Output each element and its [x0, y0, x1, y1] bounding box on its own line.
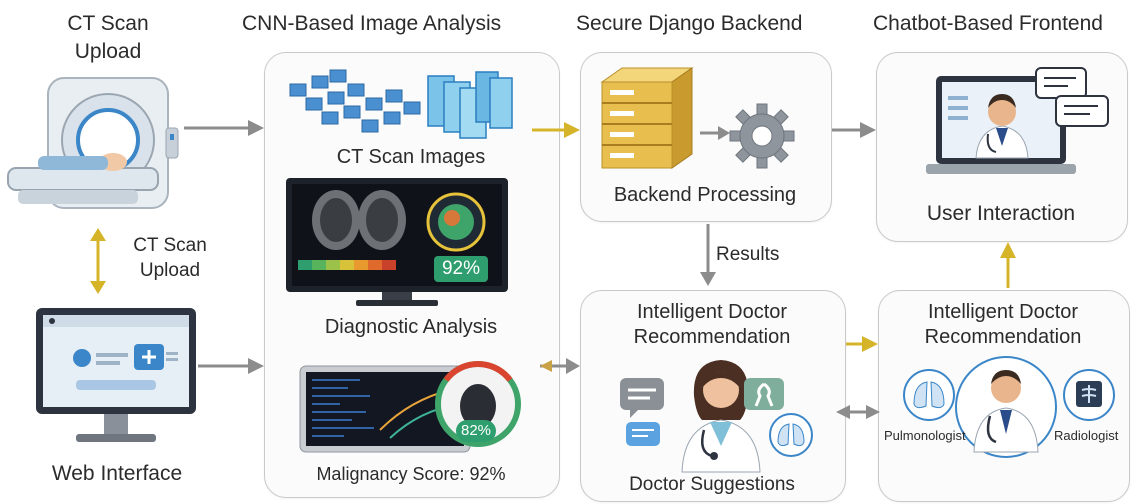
doctor-suggestions-label: Doctor Suggestions — [629, 474, 795, 495]
specialist-title: Intelligent Doctor Recommendation — [924, 301, 1082, 348]
results-arrow — [700, 224, 716, 286]
specialist-lungs-icon — [903, 369, 955, 421]
ribbon-icon — [744, 378, 784, 410]
results-label: Results — [716, 244, 780, 265]
ct-scan-images-label: CT Scan Images — [336, 146, 486, 168]
recommendation-title: Intelligent Doctor Recommendation — [633, 301, 791, 348]
xray-icon — [1063, 369, 1115, 421]
server-icon — [600, 67, 694, 169]
arrow-recommendation-to-specialist — [846, 336, 878, 352]
heading-cnn-analysis: CNN-Based Image Analysis — [242, 12, 502, 35]
heading-chatbot-frontend: Chatbot-Based Frontend — [873, 12, 1103, 35]
gear-icon — [729, 103, 795, 169]
diagnostic-analysis-label: Diagnostic Analysis — [324, 316, 498, 338]
user-interaction-label: User Interaction — [926, 202, 1076, 225]
radiologist-label: Radiologist — [1054, 428, 1119, 443]
male-doctor-icon — [955, 356, 1057, 458]
web-monitor-icon — [36, 308, 196, 442]
diagnostic-percent-badge: 92% — [434, 256, 488, 282]
chat-bubbles-icon — [620, 378, 664, 446]
arrow-cnn-to-backend — [532, 122, 580, 138]
arrow-backend-to-frontend — [832, 122, 876, 138]
backend-processing-label: Backend Processing — [613, 184, 797, 206]
arrow-cnn-to-recommendation — [540, 358, 580, 374]
arrow-specialist-to-frontend — [1000, 242, 1016, 288]
cnn-layers-icon — [289, 69, 513, 139]
ct-scanner-icon — [7, 77, 179, 209]
heading-django-backend: Secure Django Backend — [576, 12, 803, 35]
female-doctor-icon — [681, 360, 761, 473]
malignancy-score-label: Malignancy Score: 92% — [316, 464, 506, 484]
side-label-ct-scan-upload: CT Scan Upload — [133, 235, 207, 281]
lungs-icon — [769, 413, 813, 457]
malignancy-score-badge: 82% — [456, 420, 496, 442]
arrow-scanner-to-cnn — [184, 120, 264, 136]
pulmonologist-label: Pulmonologist — [884, 428, 966, 443]
heading-ct-scan-upload: CT Scan Upload — [67, 12, 149, 63]
diagnostic-monitor-icon — [286, 178, 508, 306]
malignancy-tablet-icon — [299, 361, 521, 453]
arrow-web-to-cnn — [198, 358, 264, 374]
laptop-doctor-icon — [926, 67, 1109, 174]
arrow-double-recommendation-specialist — [836, 405, 880, 419]
server-to-gear-arrow — [700, 126, 730, 140]
upload-double-arrow — [90, 228, 106, 294]
web-interface-label: Web Interface — [51, 462, 183, 485]
